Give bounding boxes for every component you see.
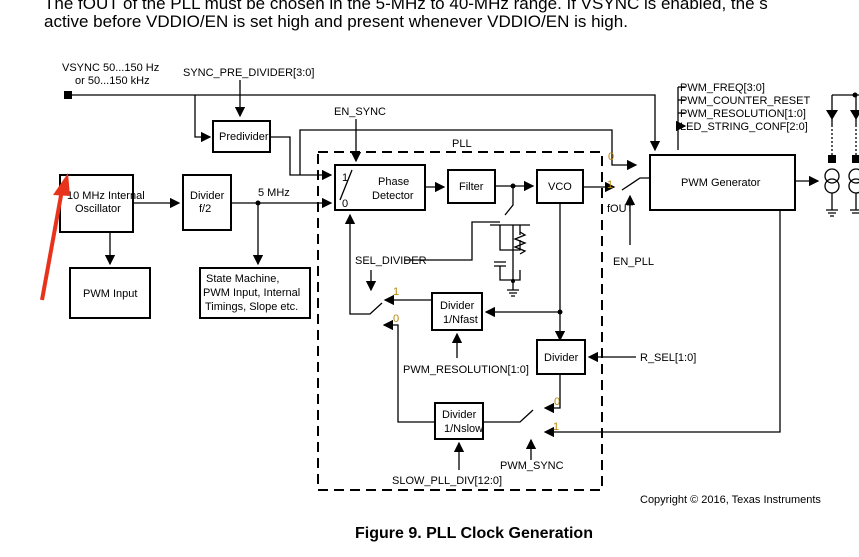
pwm-input-block (69, 267, 151, 319)
paragraph-line-2: active before VDDIO/EN is set high and p… (44, 12, 628, 31)
divider-f2-block (182, 174, 232, 231)
switch-sync-label-1: 1 (553, 421, 559, 433)
pll-label: PLL (452, 138, 472, 150)
vsync-line (72, 94, 661, 152)
five-mhz-label: 5 MHz (258, 187, 290, 199)
en-sync-label: EN_SYNC (334, 106, 386, 118)
pwm-generator-label: PWM Generator (681, 177, 761, 189)
sync-pre-divider-label: SYNC_PRE_DIVIDER[3:0] (183, 67, 314, 79)
pd-label-1: 1 (342, 172, 348, 184)
state-machine-label: State Machine, (206, 273, 279, 285)
oscillator-label-2: Oscillator (75, 203, 121, 215)
switch-pll-label-1: 1 (607, 179, 613, 191)
switch-sel-label-0: 0 (393, 313, 399, 325)
annotation-arrow (40, 189, 64, 301)
state-machine-block (199, 267, 311, 319)
r-sel-label: R_SEL[1:0] (640, 352, 696, 364)
oscillator-label: 10 MHz Internal (67, 190, 145, 202)
led-string-icons (824, 92, 859, 217)
pwm-freq-label: PWM_FREQ[3:0] (680, 82, 765, 94)
vsync-pin (64, 91, 72, 99)
phase-detector-label: Phase (378, 176, 409, 188)
pwm-resolution-top-label: PWM_RESOLUTION[1:0] (680, 108, 806, 120)
state-machine-label-2: PWM Input, Internal (203, 287, 300, 299)
switch-sync-label-0: 0 (554, 396, 560, 408)
sel-divider-label: SEL_DIVIDER (355, 255, 427, 267)
pwm-sync-label: PWM_SYNC (500, 460, 564, 472)
vsync-label-2: or 50...150 kHz (75, 75, 150, 87)
paragraph-line-1: The fOUT of the PLL must be chosen in th… (44, 0, 768, 13)
divider-f2-label: Divider (190, 190, 225, 202)
phase-detector-label-2: Detector (372, 190, 414, 202)
divider-fast-block (431, 292, 483, 331)
divider-slow-block (434, 402, 484, 440)
state-machine-label-3: Timings, Slope etc. (205, 301, 298, 313)
pd-label-0: 0 (342, 198, 348, 210)
filter-label: Filter (459, 181, 484, 193)
filter-block (447, 169, 496, 204)
divider-fast-label-2: 1/Nfast (443, 314, 478, 326)
copyright: Copyright © 2016, Texas Instruments (640, 494, 821, 506)
divider-slow-label: Divider (442, 409, 477, 421)
en-pll-label: EN_PLL (613, 256, 654, 268)
divider-fast-label: Divider (440, 300, 475, 312)
pwm-counter-reset-label: PWM_COUNTER_RESET (680, 95, 810, 107)
pll-boundary (317, 151, 603, 491)
vsync-label: VSYNC 50...150 Hz (62, 62, 159, 74)
fout-label: fOUT (607, 203, 634, 215)
figure-caption: Figure 9. PLL Clock Generation (355, 525, 593, 542)
pwm-generator-block (649, 154, 796, 211)
switch-sel-label-1: 1 (393, 286, 399, 298)
predivider-block (212, 120, 271, 153)
divider-label: Divider (544, 352, 579, 364)
vco-label: VCO (548, 181, 572, 193)
divider-slow-label-2: 1/Nslow (444, 423, 483, 435)
divider-block (536, 339, 586, 375)
predivider-label: Predivider (219, 131, 269, 143)
pwm-input-label: PWM Input (83, 288, 137, 300)
led-string-conf-label: LED_STRING_CONF[2:0] (680, 121, 808, 133)
oscillator-block (59, 174, 134, 233)
switch-pll-label-0: 0 (608, 151, 614, 163)
divider-f2-label-2: f/2 (199, 203, 211, 215)
pwm-resolution-label: PWM_RESOLUTION[1:0] (403, 364, 529, 376)
slow-pll-div-label: SLOW_PLL_DIV[12:0] (392, 475, 502, 487)
phase-detector-block (334, 164, 426, 211)
